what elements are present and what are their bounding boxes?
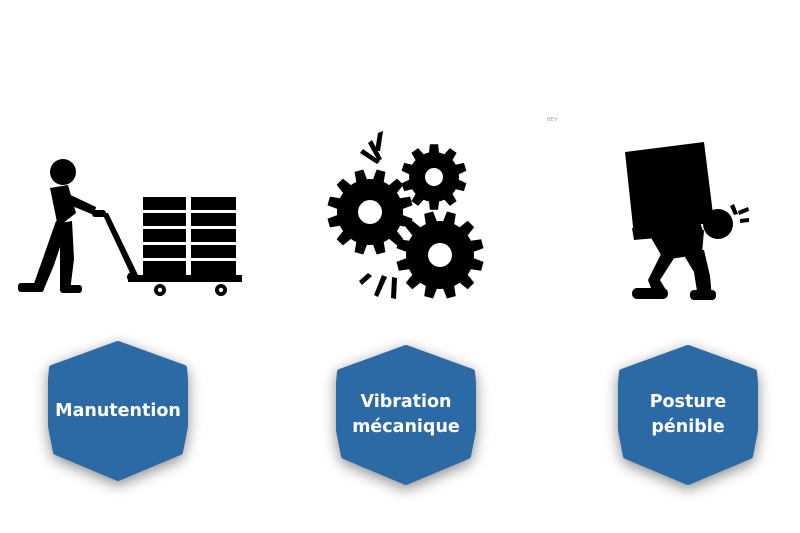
- badge-vibration-mecanique: Vibration mécanique: [336, 344, 476, 486]
- badge-label: Vibration mécanique: [336, 344, 476, 486]
- badge-label: Posture pénible: [618, 344, 758, 486]
- pallet-handling-icon: [10, 155, 250, 300]
- gears-icon: [320, 125, 490, 305]
- badge-posture-penible: Posture pénible: [618, 344, 758, 486]
- badge-label-line: mécanique: [352, 417, 460, 437]
- watermark-text: BEV: [547, 117, 558, 123]
- badge-label-line: Manutention: [55, 400, 181, 421]
- badge-label-line: Posture: [649, 392, 727, 412]
- badge-label-line: Vibration: [360, 392, 452, 412]
- badge-manutention: Manutention: [48, 340, 188, 482]
- heavy-load-posture-icon: [620, 140, 760, 305]
- badge-label: Manutention: [48, 340, 188, 482]
- badge-label-line: pénible: [651, 417, 725, 437]
